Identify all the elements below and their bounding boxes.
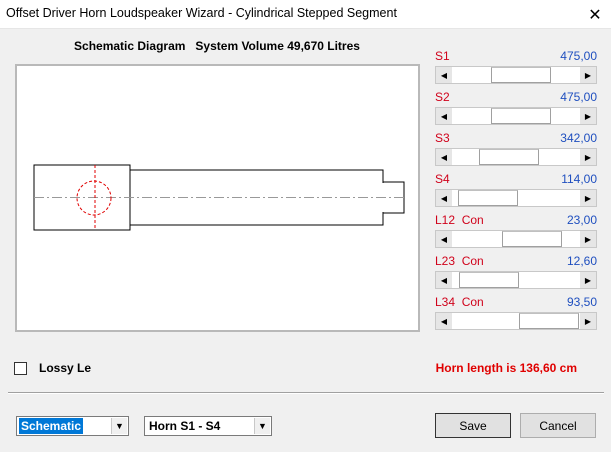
window-title: Offset Driver Horn Loudspeaker Wizard - … <box>6 6 397 20</box>
system-volume: System Volume 49,670 Litres <box>195 39 360 53</box>
param-label: S2 <box>435 90 450 104</box>
scroll-right-icon[interactable]: ▶ <box>580 190 596 206</box>
horn-select[interactable]: Horn S1 - S4 ▼ <box>144 416 272 436</box>
param-l34-con: L34 Con 93,50 ◀ ▶ <box>433 295 599 336</box>
schematic-diagram <box>15 64 420 332</box>
scroll-right-icon[interactable]: ▶ <box>580 231 596 247</box>
scroll-left-icon[interactable]: ◀ <box>436 149 452 165</box>
scroll-left-icon[interactable]: ◀ <box>436 67 452 83</box>
param-s4: S4 114,00 ◀ ▶ <box>433 172 599 213</box>
s3-slider[interactable]: ◀ ▶ <box>435 148 597 166</box>
scroll-left-icon[interactable]: ◀ <box>436 190 452 206</box>
schematic-heading: Schematic Diagram <box>74 39 186 53</box>
slider-thumb[interactable] <box>491 67 552 83</box>
param-label: L34 Con <box>435 295 484 309</box>
l34-slider[interactable]: ◀ ▶ <box>435 312 597 330</box>
scroll-left-icon[interactable]: ◀ <box>436 313 452 329</box>
lossy-option[interactable]: Lossy Le <box>14 361 91 375</box>
l12-slider[interactable]: ◀ ▶ <box>435 230 597 248</box>
scroll-left-icon[interactable]: ◀ <box>436 231 452 247</box>
chevron-down-icon[interactable]: ▼ <box>254 418 270 434</box>
param-label: S1 <box>435 49 450 63</box>
l23-slider[interactable]: ◀ ▶ <box>435 271 597 289</box>
slider-thumb[interactable] <box>459 272 519 288</box>
view-select-value: Schematic <box>19 418 84 434</box>
lossy-label: Lossy Le <box>39 361 92 375</box>
scroll-right-icon[interactable]: ▶ <box>580 108 596 124</box>
param-label: L23 Con <box>435 254 484 268</box>
param-value: 475,00 <box>560 49 597 63</box>
lossy-checkbox[interactable] <box>14 361 27 375</box>
title-bar: Offset Driver Horn Loudspeaker Wizard - … <box>0 0 611 29</box>
param-l12-con: L12 Con 23,00 ◀ ▶ <box>433 213 599 254</box>
slider-thumb[interactable] <box>491 108 552 124</box>
driver-circle <box>76 180 112 216</box>
param-label: S4 <box>435 172 450 186</box>
slider-thumb[interactable] <box>502 231 563 247</box>
param-label: S3 <box>435 131 450 145</box>
param-value: 23,00 <box>566 213 597 227</box>
separator <box>8 392 604 394</box>
s1-slider[interactable]: ◀ ▶ <box>435 66 597 84</box>
param-s1: S1 475,00 ◀ ▶ <box>433 49 599 90</box>
param-l23-con: L23 Con 12,60 ◀ ▶ <box>433 254 599 295</box>
scroll-right-icon[interactable]: ▶ <box>580 313 596 329</box>
scroll-right-icon[interactable]: ▶ <box>580 149 596 165</box>
param-s2: S2 475,00 ◀ ▶ <box>433 90 599 131</box>
scroll-left-icon[interactable]: ◀ <box>436 272 452 288</box>
param-value: 342,00 <box>560 131 597 145</box>
scroll-left-icon[interactable]: ◀ <box>436 108 452 124</box>
cancel-button[interactable]: Cancel <box>520 413 596 438</box>
save-button[interactable]: Save <box>435 413 511 438</box>
schematic-header: Schematic Diagram System Volume 49,670 Li… <box>0 39 434 53</box>
close-icon[interactable]: ✕ <box>588 6 602 24</box>
horn-schematic <box>33 164 405 231</box>
param-value: 475,00 <box>560 90 597 104</box>
horn-select-value: Horn S1 - S4 <box>149 419 221 433</box>
slider-thumb[interactable] <box>457 190 518 206</box>
param-value: 93,50 <box>566 295 597 309</box>
param-label: L12 Con <box>435 213 484 227</box>
scroll-right-icon[interactable]: ▶ <box>580 67 596 83</box>
param-s3: S3 342,00 ◀ ▶ <box>433 131 599 172</box>
horn-length-readout: Horn length is 136,60 cm <box>435 361 577 375</box>
param-value: 114,00 <box>561 172 597 186</box>
s2-slider[interactable]: ◀ ▶ <box>435 107 597 125</box>
slider-thumb[interactable] <box>518 313 579 329</box>
s4-slider[interactable]: ◀ ▶ <box>435 189 597 207</box>
view-select[interactable]: Schematic ▼ <box>16 416 129 436</box>
slider-thumb[interactable] <box>478 149 539 165</box>
param-value: 12,60 <box>566 254 597 268</box>
scroll-right-icon[interactable]: ▶ <box>580 272 596 288</box>
chevron-down-icon[interactable]: ▼ <box>111 418 127 434</box>
